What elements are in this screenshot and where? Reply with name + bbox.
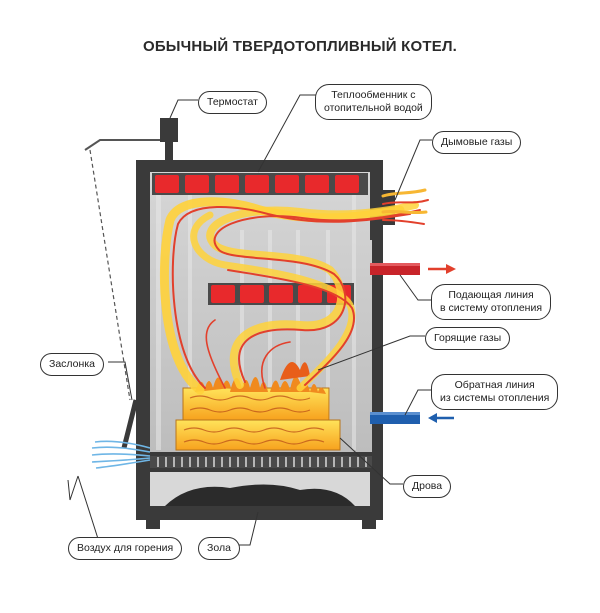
combustion-air-flow bbox=[91, 440, 151, 469]
heat-exchanger-label: Теплообменник с отопительной водой bbox=[315, 84, 432, 120]
return-line-label: Обратная линия из системы отопления bbox=[431, 374, 559, 410]
damper-chain bbox=[84, 139, 160, 401]
return-arrow-icon bbox=[428, 413, 437, 423]
return-pipe bbox=[370, 412, 454, 424]
grate bbox=[157, 457, 367, 467]
flue-gas-streams bbox=[159, 188, 429, 395]
combustion-air-label: Воздух для горения bbox=[68, 537, 183, 560]
firewood bbox=[175, 387, 341, 451]
damper-label: Заслонка bbox=[40, 353, 104, 376]
flue-gases-label: Дымовые газы bbox=[432, 131, 522, 154]
supply-arrow-icon bbox=[446, 264, 456, 274]
damper bbox=[121, 399, 150, 449]
thermostat bbox=[160, 118, 178, 160]
burning-gases-label: Горящие газы bbox=[425, 327, 511, 350]
supply-pipe bbox=[370, 263, 456, 275]
diagram-title: ОБЫЧНЫЙ ТВЕРДОТОПЛИВНЫЙ КОТЕЛ. bbox=[142, 38, 458, 55]
heat-exchanger-top-row bbox=[152, 173, 368, 195]
firewood-label: Дрова bbox=[403, 475, 452, 498]
ash-label: Зола bbox=[198, 537, 240, 560]
supply-line-label: Подающая линия в систему отопления bbox=[431, 284, 552, 320]
thermostat-label: Термостат bbox=[198, 91, 267, 114]
ash-pile bbox=[165, 484, 355, 506]
